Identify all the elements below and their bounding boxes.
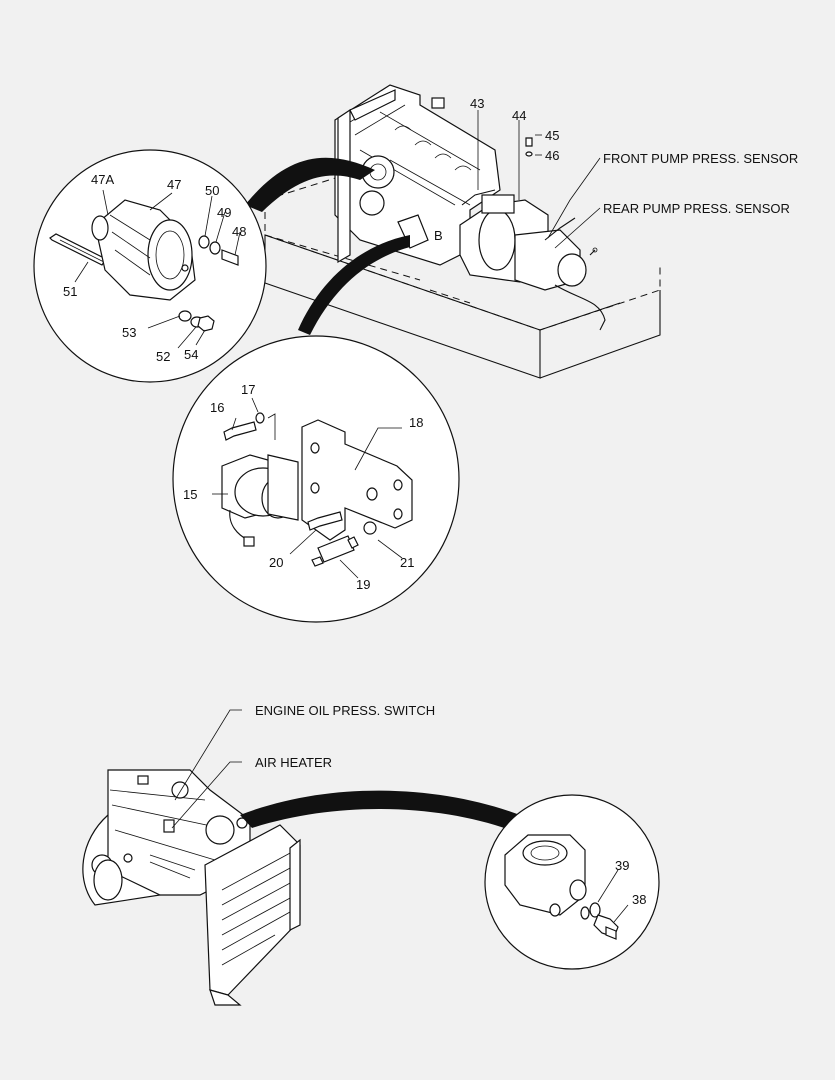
callout-18: 18	[409, 415, 423, 430]
caption-front-pump-sensor: FRONT PUMP PRESS. SENSOR	[603, 151, 798, 166]
callout-20: 20	[269, 555, 283, 570]
callout-45: 45	[545, 128, 559, 143]
callout-48: 48	[232, 224, 246, 239]
engine-assembly-bottom	[82, 709, 301, 1006]
callout-16: 16	[210, 400, 224, 415]
callout-44: 44	[512, 108, 526, 123]
callout-43: 43	[470, 96, 484, 111]
callout-51: 51	[63, 284, 77, 299]
component-captions: FRONT PUMP PRESS. SENSOR REAR PUMP PRESS…	[255, 151, 798, 770]
pointer-swoosh-alternator	[245, 157, 375, 212]
callout-17: 17	[241, 382, 255, 397]
callout-46: 46	[545, 148, 559, 163]
engine-assembly-top: B	[264, 84, 661, 379]
callout-47a: 47A	[91, 172, 114, 187]
callout-39: 39	[615, 858, 629, 873]
callout-21: 21	[400, 555, 414, 570]
caption-oil-press-switch: ENGINE OIL PRESS. SWITCH	[255, 703, 435, 718]
callout-47: 47	[167, 177, 181, 192]
callout-54: 54	[184, 347, 198, 362]
callout-19: 19	[356, 577, 370, 592]
alternator-detail	[33, 149, 267, 383]
callout-15: 15	[183, 487, 197, 502]
oil-switch-detail	[484, 794, 660, 970]
caption-air-heater: AIR HEATER	[255, 755, 332, 770]
callout-53: 53	[122, 325, 136, 340]
caption-rear-pump-sensor: REAR PUMP PRESS. SENSOR	[603, 201, 790, 216]
callout-38: 38	[632, 892, 646, 907]
solenoid-detail	[172, 335, 460, 623]
pointer-swoosh-oil-switch	[240, 790, 520, 830]
callout-labels: 43 44 45 46 47A 47 50 49 48 51 53 52 54 …	[63, 96, 646, 907]
callout-49: 49	[217, 205, 231, 220]
callout-50: 50	[205, 183, 219, 198]
callout-52: 52	[156, 349, 170, 364]
callout-b: B	[434, 228, 443, 243]
pointer-swoosh-solenoid	[298, 235, 410, 335]
